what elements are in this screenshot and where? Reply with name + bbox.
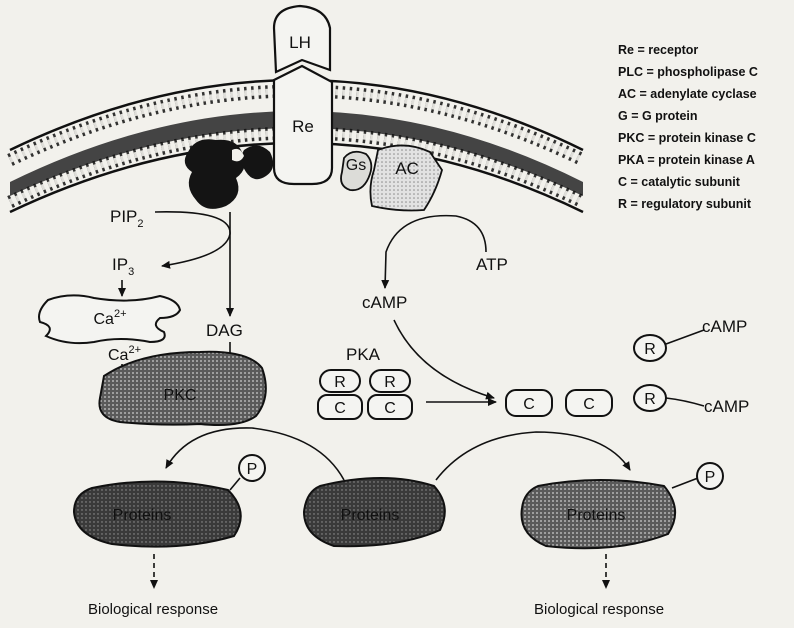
svg-text:R: R (644, 391, 656, 408)
protein-right-label: Proteins (567, 507, 626, 524)
receptor: Re (274, 66, 332, 184)
svg-text:R: R (384, 374, 396, 391)
svg-text:P: P (705, 469, 716, 486)
bound-camp-label-2: cAMP (704, 397, 749, 416)
pkc-label: PKC (164, 387, 197, 404)
pip2-label: PIP2 (110, 207, 144, 230)
legend-item-g: G = G protein (618, 109, 698, 123)
lh-label: LH (289, 33, 311, 52)
bound-camp-label-1: cAMP (702, 317, 747, 336)
pka-holoenzyme: R R C C (318, 370, 412, 419)
legend-item-re: Re = receptor (618, 43, 698, 57)
protein-middle: Proteins (304, 478, 445, 546)
atp-label: ATP (476, 255, 508, 274)
legend-item-pka: PKA = protein kinase A (618, 153, 755, 167)
svg-text:R: R (334, 374, 346, 391)
legend-item-ac: AC = adenylate cyclase (618, 87, 757, 101)
protein-middle-label: Proteins (341, 507, 400, 524)
lh-hormone: LH (274, 6, 330, 72)
ac-label: AC (395, 159, 419, 178)
calcium-store: Ca2+ (39, 295, 180, 343)
g-protein: Gs (341, 152, 371, 190)
svg-text:C: C (523, 396, 535, 413)
svg-text:R: R (644, 341, 656, 358)
svg-text:C: C (384, 400, 396, 417)
protein-right: Proteins P (522, 463, 724, 548)
biological-response-right: Biological response (534, 601, 664, 618)
atp-to-camp-arrow (385, 216, 486, 288)
svg-text:C: C (334, 400, 346, 417)
legend-item-c: C = catalytic subunit (618, 175, 741, 189)
pka-phosphorylation-arrow (436, 432, 630, 480)
biological-response-left: Biological response (88, 601, 218, 618)
pip2-to-ip3-arrow (155, 212, 230, 266)
protein-left: Proteins P (74, 455, 265, 547)
legend: Re = receptor PLC = phospholipase C AC =… (618, 43, 758, 211)
protein-left-label: Proteins (113, 507, 172, 524)
regulatory-subunit-camp-1: R cAMP (634, 317, 747, 361)
legend-item-pkc: PKC = protein kinase C (618, 131, 756, 145)
plc-complex (185, 139, 273, 209)
legend-item-r: R = regulatory subunit (618, 197, 752, 211)
svg-text:C: C (583, 396, 595, 413)
ip3-label: IP3 (112, 255, 134, 278)
regulatory-subunit-camp-2: R cAMP (634, 385, 749, 416)
svg-text:P: P (247, 461, 258, 478)
gs-label: Gs (346, 157, 366, 174)
adenylate-cyclase: AC (370, 145, 442, 210)
dag-label: DAG (206, 321, 243, 340)
camp-label: cAMP (362, 293, 407, 312)
receptor-label: Re (292, 117, 314, 136)
pka-label: PKA (346, 345, 381, 364)
free-catalytic-subunits: C C (506, 390, 612, 416)
legend-item-plc: PLC = phospholipase C (618, 65, 758, 79)
